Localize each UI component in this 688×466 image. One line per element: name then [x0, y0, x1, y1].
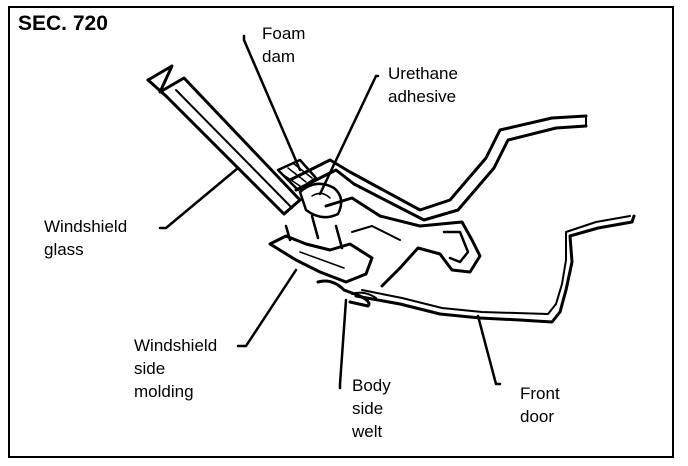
label-urethane-adhesive-line2: adhesive [388, 87, 457, 106]
leader-windshield-glass [158, 166, 240, 230]
label-windshield-glass-line1: Windshield [44, 217, 128, 236]
leader-body-side-welt [338, 298, 348, 390]
label-windshield-side-molding-line1: Windshield [134, 336, 218, 355]
leader-urethane-adhesive [318, 74, 380, 196]
section-label: SEC. 720 [18, 12, 108, 35]
label-windshield-glass-line2: glass [44, 240, 84, 259]
label-body-side-welt-line3: welt [352, 422, 383, 441]
label-front-door: Front door [520, 382, 560, 428]
label-body-side-welt: Body side welt [352, 374, 391, 443]
label-windshield-glass: Windshield glass [44, 215, 127, 261]
label-urethane-adhesive-line1: Urethane [388, 64, 458, 83]
label-windshield-side-molding: Windshield side molding [134, 334, 217, 403]
label-foam-dam: Foam dam [262, 22, 305, 68]
label-front-door-line1: Front [520, 384, 560, 403]
label-windshield-side-molding-line2: side [134, 359, 166, 378]
label-front-door-line2: door [520, 407, 555, 426]
leader-windshield-side-molding [236, 268, 298, 348]
label-body-side-welt-line1: Body [352, 376, 391, 395]
urethane-adhesive-shape [298, 182, 343, 219]
label-foam-dam-line2: dam [262, 47, 296, 66]
label-foam-dam-line1: Foam [262, 24, 306, 43]
windshield-side-molding-shape [268, 214, 374, 284]
body-panel-shape [288, 114, 588, 288]
diagram-border [8, 6, 674, 458]
leader-lines [158, 34, 502, 390]
label-urethane-adhesive: Urethane adhesive [388, 62, 458, 108]
front-door-shape [354, 214, 636, 324]
label-windshield-side-molding-line3: molding [134, 382, 194, 401]
leader-front-door [476, 314, 502, 386]
label-body-side-welt-line2: side [352, 399, 384, 418]
windshield-glass-shape [146, 64, 302, 216]
leader-foam-dam [242, 34, 302, 172]
